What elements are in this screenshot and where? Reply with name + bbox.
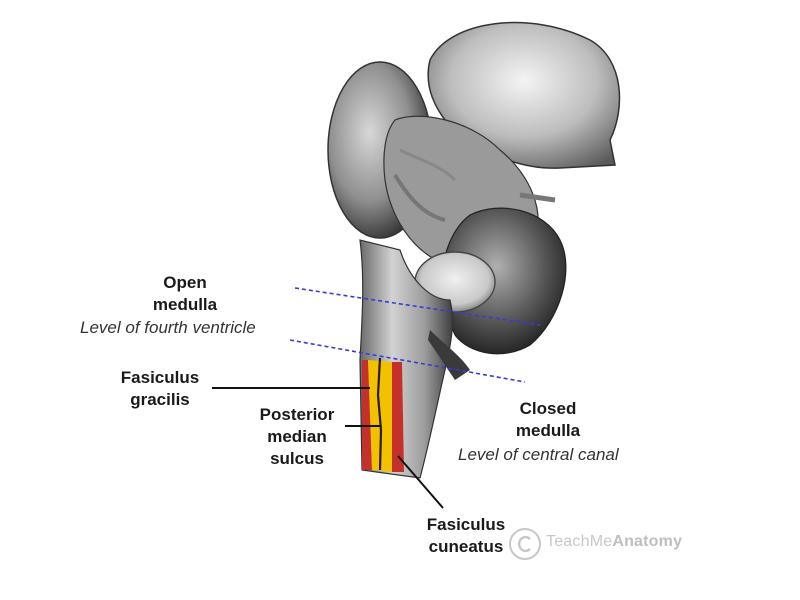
open-medulla-level-line (294, 287, 541, 326)
posterior-median-sulcus-line (376, 357, 383, 471)
fasciculus-gracilis-label: Fasiculus gracilis (112, 367, 208, 411)
posterior-median-sulcus-label: Posterior median sulcus (250, 404, 344, 470)
teachmeanatomy-watermark: TeachMeAnatomy (506, 524, 706, 564)
copyright-icon (509, 528, 541, 560)
open-medulla-line2: medulla (152, 295, 218, 314)
closed-medulla-caption: Level of central canal (458, 445, 619, 464)
open-medulla-line1: Open (163, 273, 207, 292)
watermark-text: TeachMeAnatomy (546, 533, 682, 551)
cuneatus-leader-line (397, 455, 444, 509)
watermark-brand-bold: Anatomy (612, 533, 683, 550)
cuneatus-line2: cuneatus (428, 537, 504, 556)
nerve-strands (393, 173, 446, 222)
gracilis-line1: Fasiculus (120, 368, 200, 387)
open-medulla-label: Open medulla (140, 272, 230, 316)
sulcus-line3: sulcus (270, 449, 324, 468)
fasciculus-cuneatus-label: Fasiculus cuneatus (418, 514, 514, 558)
watermark-brand-regular: TeachMe (546, 533, 613, 550)
cuneatus-line1: Fasiculus (426, 515, 506, 534)
closed-medulla-level-line (289, 339, 526, 383)
sulcus-line2: median (267, 427, 327, 446)
closed-medulla-label: Closed medulla (500, 398, 596, 442)
closed-medulla-line1: Closed (519, 399, 577, 418)
gracilis-line2: gracilis (130, 390, 190, 409)
closed-medulla-line2: medulla (515, 421, 581, 440)
open-medulla-caption: Level of fourth ventricle (80, 318, 256, 337)
sulcus-line1: Posterior (259, 405, 335, 424)
